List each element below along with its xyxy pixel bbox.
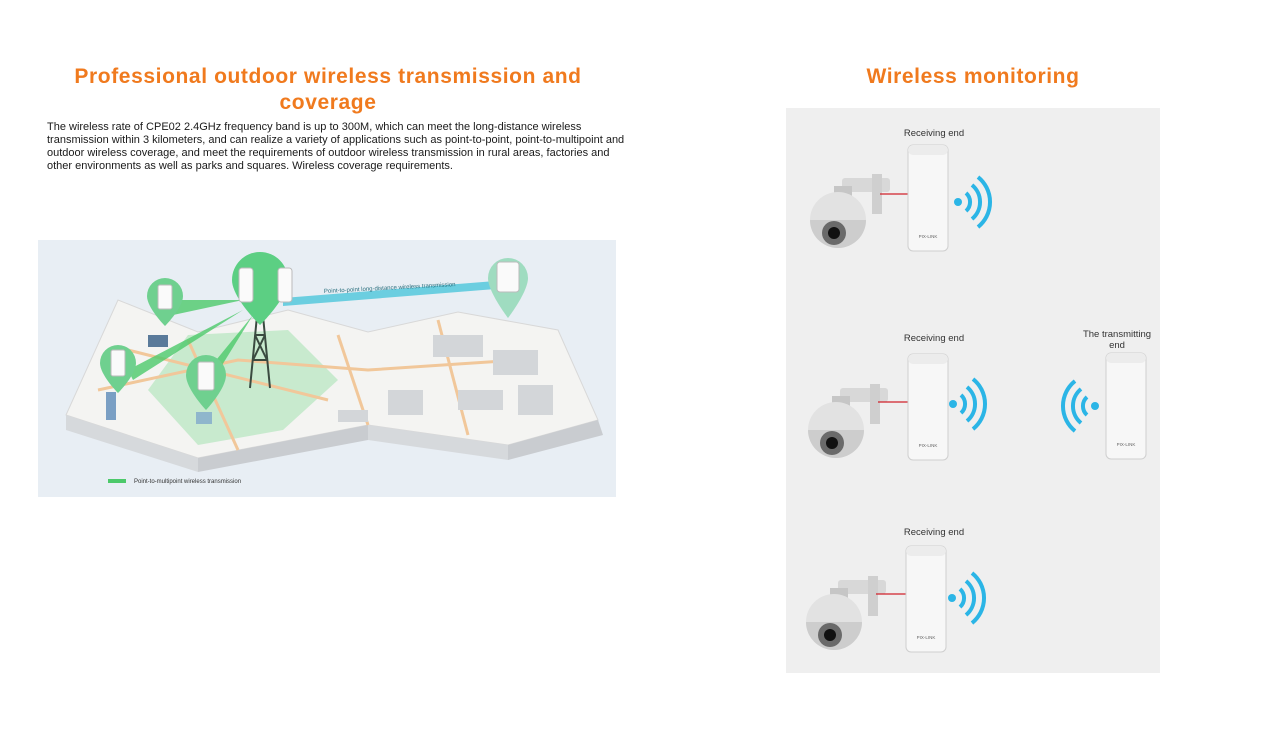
cpe-pin-remote [488, 258, 528, 318]
building-house [196, 412, 212, 424]
receiving-label-2: Receiving end [904, 333, 964, 344]
cpe-pin-2 [100, 345, 136, 393]
device-brand-2: PIX-LINK [919, 443, 938, 448]
receiving-label-1: Receiving end [904, 128, 964, 139]
device-brand-4: PIX-LINK [917, 635, 936, 640]
section-title-wireless-monitoring: Wireless monitoring [866, 65, 1080, 88]
p2mp-beam-3 [208, 315, 253, 375]
building-tall [106, 392, 116, 420]
cpe-pin-3 [186, 355, 226, 410]
p2mp-beam-1 [168, 300, 243, 315]
legend-swatch [108, 479, 126, 483]
receiving-label-3: Receiving end [904, 527, 964, 538]
device-brand-1: PIX-LINK [919, 234, 938, 239]
device-brand-3: PIX-LINK [1117, 442, 1136, 447]
outdoor-coverage-map-illustration: Point-to-point long-distance wireless tr… [38, 240, 616, 497]
transmitting-label-line1: The transmitting [1083, 329, 1151, 340]
wireless-monitoring-illustration: Receiving end PIX-LINK Receiving end The… [786, 108, 1160, 673]
transmitting-label-line2: end [1109, 340, 1125, 351]
cpe-pin-1 [147, 278, 183, 326]
section-title-outdoor-transmission: Professional outdoor wireless transmissi… [74, 65, 582, 114]
cpe-pin-main [232, 252, 293, 325]
p2mp-beam-2 [128, 310, 243, 380]
legend-label: Point-to-multipoint wireless transmissio… [134, 479, 241, 485]
section-description: The wireless rate of CPE02 2.4GHz freque… [47, 121, 625, 172]
building-bus [148, 335, 168, 347]
p2p-beam [283, 280, 508, 306]
